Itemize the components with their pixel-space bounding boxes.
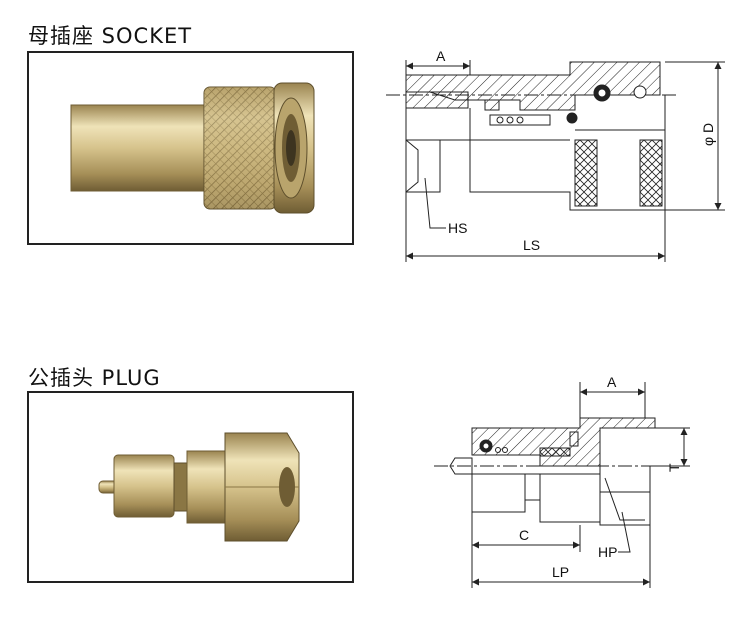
plug-photo [98, 432, 300, 542]
plug-dim-a [579, 382, 646, 418]
socket-dim-ls [405, 192, 666, 262]
socket-photo-frame [27, 51, 354, 245]
socket-title: 母插座 SOCKET [28, 24, 193, 48]
plug-a-label: A [607, 374, 617, 390]
plug-c-label: C [519, 527, 529, 543]
plug-hp-label: HP [598, 544, 617, 560]
socket-ls-label: LS [523, 237, 540, 253]
socket-hs-label: HS [448, 220, 467, 236]
plug-dim-t [655, 427, 690, 467]
plug-drawing [434, 417, 676, 526]
socket-a-label: A [436, 48, 446, 64]
plug-photo-frame [27, 391, 354, 583]
socket-d-label: φ D [700, 123, 716, 146]
plug-dim-hp [618, 511, 631, 553]
plug-title: 公插头 PLUG [28, 366, 161, 390]
socket-dim-hs [424, 177, 446, 229]
plug-dim-c [471, 512, 581, 552]
plug-dim-lp [471, 525, 651, 588]
socket-dim-d [665, 61, 725, 211]
socket-dim-a [405, 60, 471, 75]
socket-photo [70, 82, 315, 214]
plug-t-label: T [666, 463, 682, 472]
socket-drawing [386, 61, 676, 211]
plug-lp-label: LP [552, 564, 569, 580]
